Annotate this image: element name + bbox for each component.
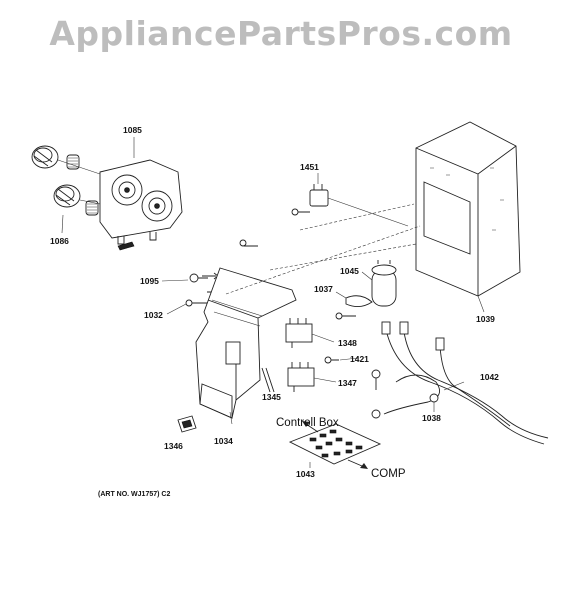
wire-harness (371, 321, 549, 445)
label-1034: 1034 (214, 436, 233, 446)
rocker-switch (177, 415, 197, 433)
small-connector-1421 (324, 356, 339, 364)
control-panel-bracket (99, 159, 183, 251)
label-1032: 1032 (144, 310, 163, 320)
overload-protector (291, 184, 329, 216)
arrows (302, 421, 368, 469)
control-box-bracket (195, 267, 297, 419)
watermark-logo: AppliancePartsPros.com (49, 14, 513, 53)
capacitor (371, 260, 397, 307)
relay-upper (285, 318, 313, 348)
label-1045: 1045 (340, 266, 359, 276)
knob-spring-lower (85, 200, 99, 216)
label-1346: 1346 (164, 441, 183, 451)
label-1042: 1042 (480, 372, 499, 382)
label-1348: 1348 (338, 338, 357, 348)
relay-lower (287, 362, 315, 392)
control-knob-upper (31, 145, 59, 169)
capacitor-strap (335, 295, 373, 320)
comp-text: COMP (371, 468, 406, 480)
label-1095: 1095 (140, 276, 159, 286)
label-1039: 1039 (476, 314, 495, 324)
control-box-housing (415, 121, 521, 297)
label-1345: 1345 (262, 392, 281, 402)
label-1421: 1421 (350, 354, 369, 364)
label-1451: 1451 (300, 162, 319, 172)
construction-lines (225, 203, 421, 295)
label-1038: 1038 (422, 413, 441, 423)
label-1037: 1037 (314, 284, 333, 294)
label-1347: 1347 (338, 378, 357, 388)
label-1043: 1043 (296, 469, 315, 479)
knob-spring-upper (66, 154, 80, 170)
control-knob-lower (53, 184, 81, 208)
wiring-label-card (288, 423, 382, 465)
rod-1345 (261, 367, 275, 393)
label-1085: 1085 (123, 125, 142, 135)
art-number: (ART NO. WJ1757) C2 (98, 491, 170, 498)
label-1086: 1086 (50, 236, 69, 246)
control-box-text: Controll Box (276, 417, 339, 429)
